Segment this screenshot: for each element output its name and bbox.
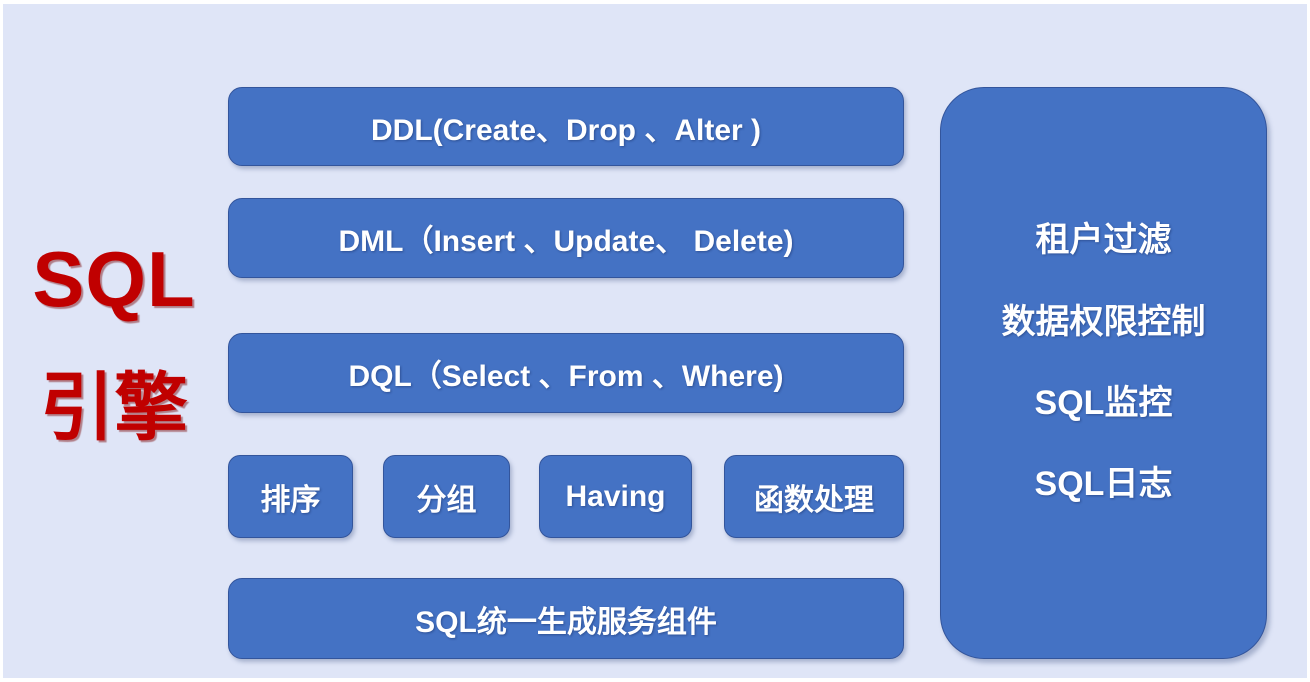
- clause-box-sort-label: 排序: [260, 483, 321, 517]
- clause-box-function-label: 函数处理: [754, 483, 874, 517]
- engine-title-line-2: 引擎: [40, 366, 188, 449]
- service-component-label: SQL统一生成服务组件: [415, 605, 717, 639]
- clause-box-group[interactable]: 分组: [383, 455, 510, 538]
- statement-box-dql[interactable]: DQL（Select 、From 、Where): [228, 333, 904, 413]
- governance-item-tenant-filter: 租户过滤: [1035, 221, 1172, 260]
- clause-box-sort[interactable]: 排序: [228, 455, 353, 538]
- governance-item-sql-monitor: SQL监控: [1034, 384, 1173, 422]
- governance-item-data-permission: 数据权限控制: [1001, 302, 1206, 341]
- clause-box-having[interactable]: Having: [539, 455, 692, 538]
- engine-title-line-1: SQL: [32, 235, 196, 323]
- engine-title: SQL 引擎: [8, 240, 220, 445]
- governance-panel[interactable]: 租户过滤 数据权限控制 SQL监控 SQL日志: [940, 87, 1267, 659]
- statement-box-dml-label: DML（Insert 、Update、 Delete): [338, 225, 794, 258]
- clause-box-group-label: 分组: [416, 483, 477, 517]
- governance-item-sql-log: SQL日志: [1034, 465, 1173, 504]
- statement-box-dql-label: DQL（Select 、From 、Where): [348, 360, 784, 393]
- clause-box-function[interactable]: 函数处理: [724, 455, 904, 538]
- clause-box-having-label: Having: [565, 479, 666, 513]
- statement-box-dml[interactable]: DML（Insert 、Update、 Delete): [228, 198, 904, 278]
- statement-box-ddl[interactable]: DDL(Create、Drop 、Alter ): [228, 87, 904, 166]
- service-component-box[interactable]: SQL统一生成服务组件: [228, 578, 904, 659]
- statement-box-ddl-label: DDL(Create、Drop 、Alter ): [370, 113, 762, 147]
